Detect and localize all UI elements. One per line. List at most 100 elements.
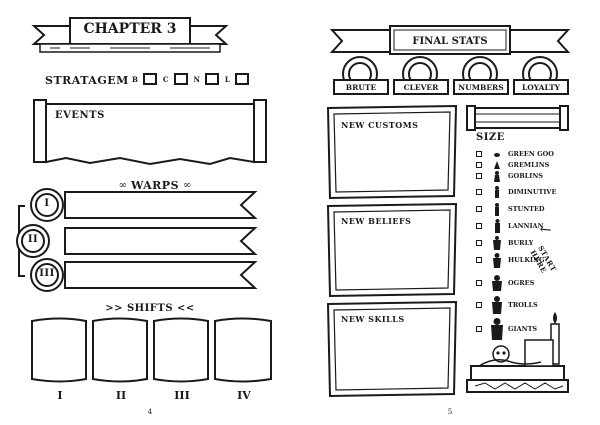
shift-symbol-1: I: [57, 389, 63, 402]
events-scroll: [33, 99, 267, 166]
size-row-lannian[interactable]: LANNIAN: [476, 218, 576, 234]
size-checkbox[interactable]: [476, 162, 482, 168]
shift-symbol-4: IV: [237, 389, 251, 402]
size-checkbox[interactable]: [476, 189, 482, 195]
final-stats-banner: [330, 25, 570, 55]
stratagem-label: STRATAGEM: [45, 74, 129, 87]
ogre-icon: [490, 275, 504, 291]
new-customs-area[interactable]: [338, 132, 448, 192]
swirl-left-icon: ∞: [118, 180, 127, 191]
warps-header: ∞ WARPS ∞: [110, 179, 200, 192]
shifts-label: >> SHIFTS <<: [105, 303, 195, 314]
stratagem-options: B C N L: [132, 70, 272, 88]
warp-ribbon-1[interactable]: [68, 193, 248, 217]
stat-brute: BRUTE: [345, 83, 377, 92]
stratagem-checkbox-l[interactable]: [234, 73, 249, 85]
shift-symbol-2: II: [115, 389, 127, 402]
stratagem-option-l: L: [224, 74, 230, 84]
new-skills-area[interactable]: [338, 326, 448, 386]
size-name: STUNTED: [508, 205, 545, 213]
size-row-green-goo[interactable]: GREEN GOO: [476, 146, 576, 162]
warp-symbol-1: I: [44, 198, 50, 209]
stratagem-option-b: B: [132, 74, 138, 84]
page-number-right: 5: [447, 408, 453, 416]
new-beliefs-area[interactable]: [338, 228, 448, 288]
size-row-stunted[interactable]: STUNTED: [476, 201, 576, 217]
size-checkbox[interactable]: [476, 240, 482, 246]
size-label: SIZE: [476, 132, 505, 143]
shift-panel-1[interactable]: [34, 322, 84, 377]
stratagem-checkbox-b[interactable]: [142, 73, 157, 85]
diminutive-icon: [490, 186, 504, 198]
stratagem-checkbox-n[interactable]: [204, 73, 219, 85]
size-name: GREEN GOO: [508, 150, 554, 158]
size-name: GREMLINS: [508, 161, 550, 169]
size-name: GIANTS: [508, 325, 538, 333]
size-row-gremlins[interactable]: GREMLINS: [476, 157, 576, 173]
events-label: EVENTS: [55, 110, 105, 121]
size-row-hulking[interactable]: HULKING: [476, 252, 576, 268]
left-page: CHAPTER 3 STRATAGEM B C N L EVENTS ∞ WAR…: [16, 17, 272, 416]
size-name: LANNIAN: [508, 222, 544, 230]
chapter-banner: [31, 17, 229, 53]
warps-label: WARPS: [130, 179, 180, 192]
chapter-title: CHAPTER 3: [83, 21, 177, 37]
shift-panel-3[interactable]: [156, 322, 206, 377]
size-row-burly[interactable]: BURLY: [476, 235, 576, 251]
size-checkbox[interactable]: [476, 280, 482, 286]
size-name: BURLY: [508, 239, 534, 247]
troll-icon: [490, 296, 504, 314]
stratagem-option-c: C: [162, 74, 169, 84]
page-number-left: 4: [147, 408, 153, 416]
size-checkbox[interactable]: [476, 151, 482, 157]
gremlin-icon: [490, 161, 504, 169]
swirl-right-icon: ∞: [183, 180, 192, 191]
size-name: GOBLINS: [508, 172, 543, 180]
warp-symbol-2: II: [27, 234, 39, 245]
new-customs-label: NEW CUSTOMS: [341, 120, 419, 130]
size-name: DIMINUTIVE: [508, 188, 557, 196]
size-checkbox[interactable]: [476, 223, 482, 229]
stats-medallions: [333, 56, 569, 95]
final-stats-title: FINAL STATS: [412, 36, 488, 47]
size-row-trolls[interactable]: TROLLS: [476, 296, 576, 314]
warp-ribbon-3[interactable]: [68, 263, 248, 287]
size-checkbox[interactable]: [476, 173, 482, 179]
giant-icon: [490, 318, 504, 340]
size-checkbox[interactable]: [476, 257, 482, 263]
size-name: HULKING: [508, 256, 545, 264]
shift-panel-4[interactable]: [218, 322, 270, 377]
lannian-icon: [490, 219, 504, 233]
burly-icon: [490, 236, 504, 250]
shifts-panels: [31, 317, 272, 383]
stratagem-checkbox-c[interactable]: [173, 73, 188, 85]
warp-ribbon-2[interactable]: [68, 229, 248, 253]
warps-graphic: [16, 188, 258, 292]
size-checkbox[interactable]: [476, 302, 482, 308]
size-pillar-frame: [466, 105, 569, 393]
writing-boxes: [326, 104, 458, 398]
stat-numbers: NUMBERS: [458, 83, 504, 92]
size-row-diminutive[interactable]: DIMINUTIVE: [476, 184, 576, 200]
size-row-ogres[interactable]: OGRES: [476, 275, 576, 291]
stat-clever: CLEVER: [403, 83, 439, 92]
size-row-giants[interactable]: GIANTS: [476, 318, 576, 340]
size-row-goblins[interactable]: GOBLINS: [476, 168, 576, 184]
right-page: FINAL STATS BRUTE CLEVER NUMBERS LOYALTY…: [300, 0, 600, 425]
goo-icon: [490, 151, 504, 157]
size-checkbox[interactable]: [476, 326, 482, 332]
shift-symbol-3: III: [174, 389, 190, 402]
new-beliefs-label: NEW BELIEFS: [341, 216, 412, 226]
shift-panel-2[interactable]: [95, 322, 145, 377]
stratagem-option-n: N: [193, 74, 200, 84]
hulking-icon: [490, 252, 504, 268]
new-skills-label: NEW SKILLS: [341, 314, 405, 324]
stat-loyalty: LOYALTY: [521, 83, 561, 92]
goblin-icon: [490, 170, 504, 182]
warp-symbol-3: III: [39, 268, 55, 279]
stunted-icon: [490, 202, 504, 216]
size-name: OGRES: [508, 279, 535, 287]
events-writing-area[interactable]: [52, 124, 248, 160]
size-name: TROLLS: [508, 301, 538, 309]
size-checkbox[interactable]: [476, 206, 482, 212]
